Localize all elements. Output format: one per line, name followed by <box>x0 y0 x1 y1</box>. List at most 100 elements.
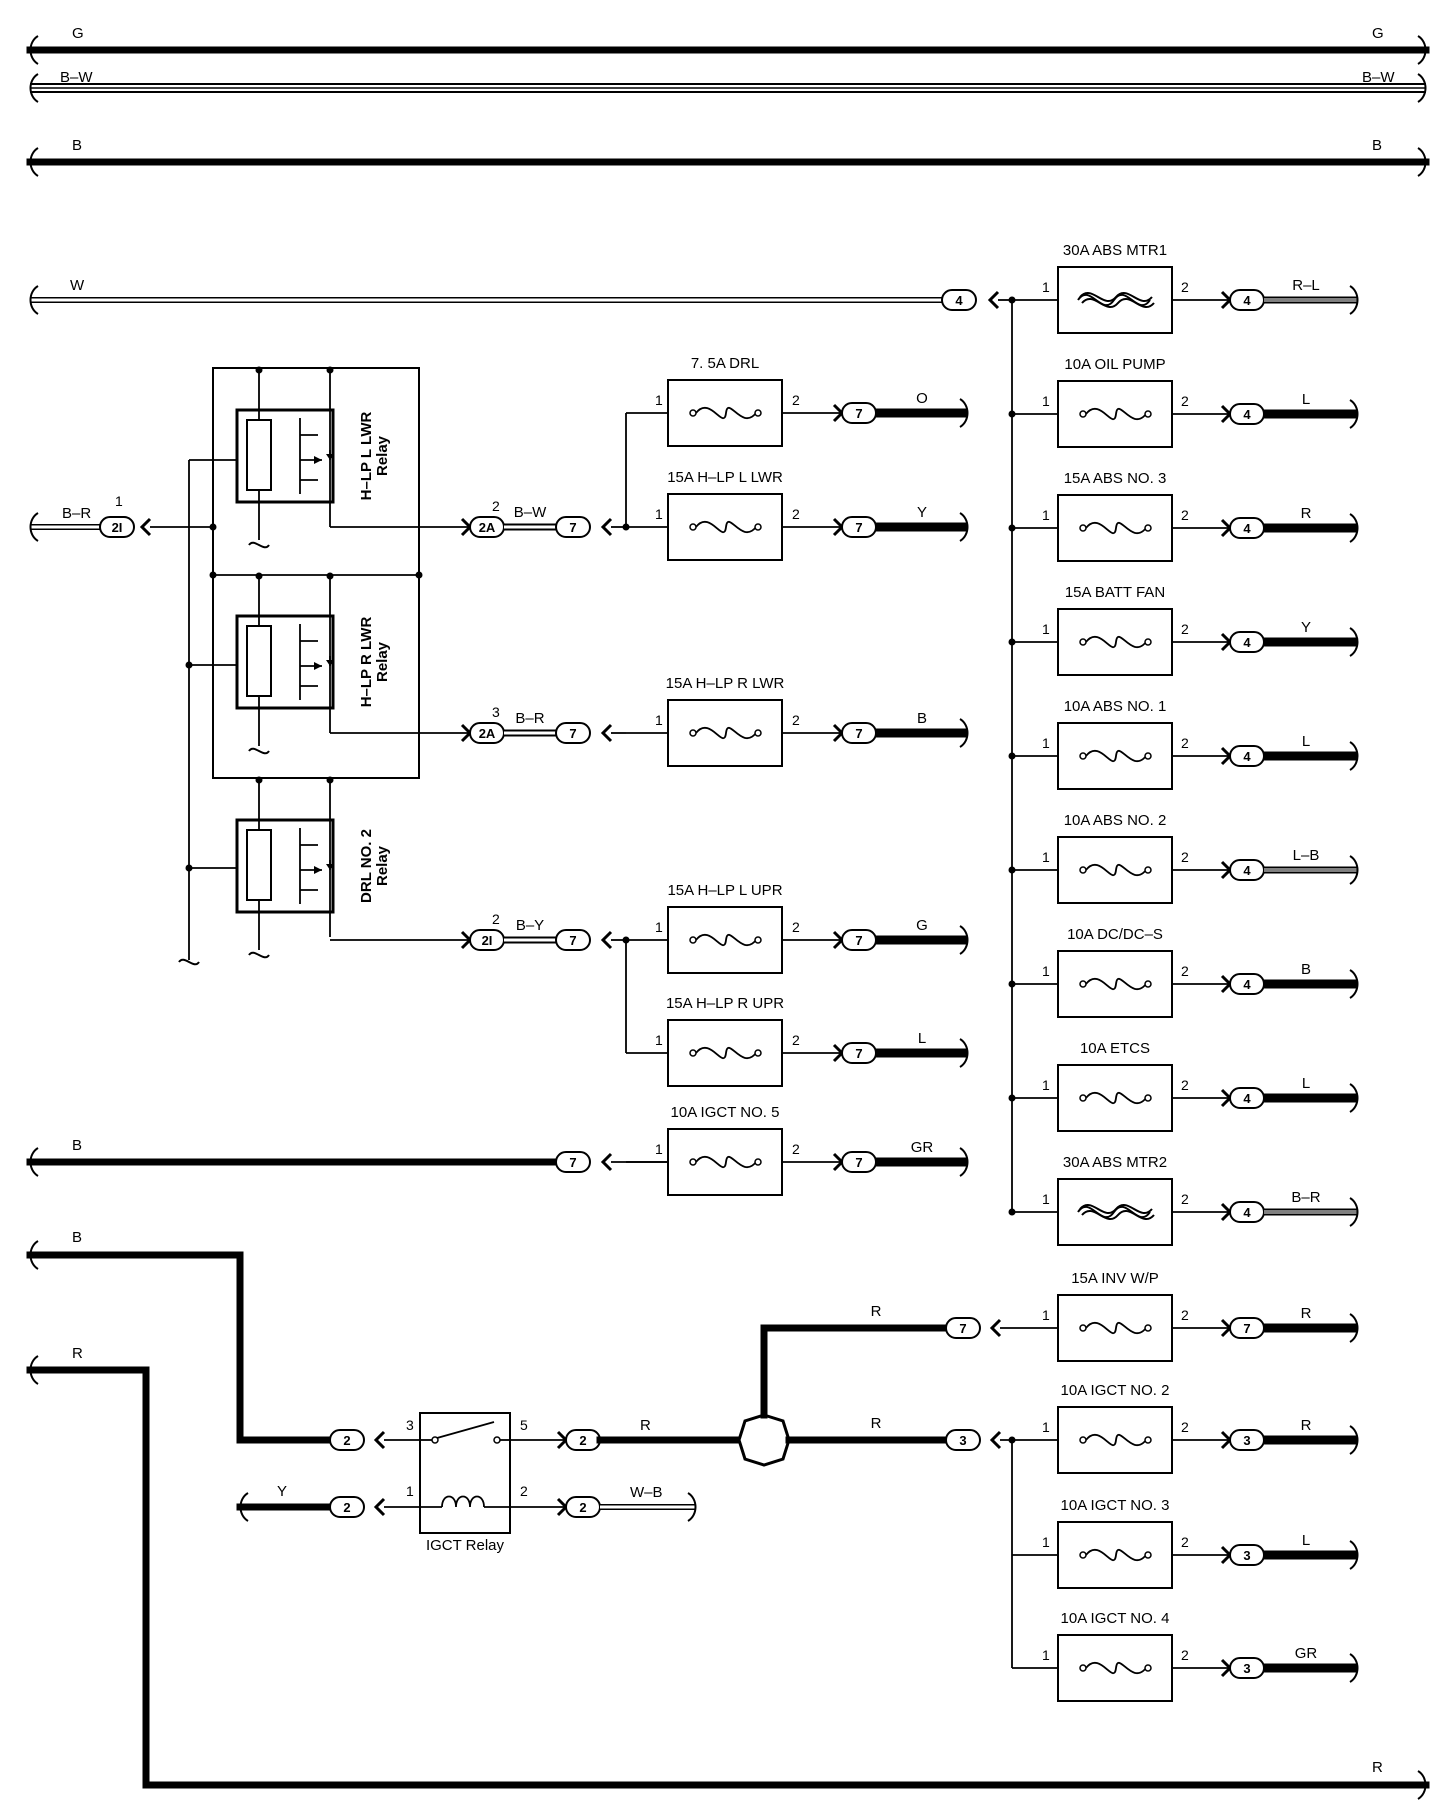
right-fuse-1-pin-out: 2 <box>1181 279 1189 295</box>
right-fuse-3-pin-in: 1 <box>1042 507 1050 523</box>
right-fuse-1-pin-in: 1 <box>1042 279 1050 295</box>
right-fuse-5-name: 10A ABS NO. 1 <box>1064 698 1167 715</box>
middle-fuse-2-wire: Y <box>917 504 927 521</box>
right-fuse-7-wire: B <box>1301 961 1311 978</box>
right-fuse-8-connector-label: 4 <box>1243 1091 1251 1106</box>
bottom-fuse-1-in-connector-label: 7 <box>959 1321 966 1336</box>
right-fuse-1-wire: R–L <box>1292 277 1320 294</box>
right-fuse-4-pin-in: 1 <box>1042 621 1050 637</box>
middle-fuse-4-pin-out: 2 <box>792 919 800 935</box>
igct-pin2: 2 <box>520 1483 528 1499</box>
middle-fuse-4-wire: G <box>916 917 928 934</box>
middle-fuse-3-wire: B <box>917 710 927 727</box>
right-fuse-6-connector-label: 4 <box>1243 863 1251 878</box>
right-fuse-3-connector-label: 4 <box>1243 521 1251 536</box>
igct-relay-box <box>419 1412 511 1534</box>
relay-output-3-connector2 <box>555 929 591 951</box>
bottom-fuse-3-connector-label: 3 <box>1243 1548 1250 1563</box>
bottom-fuse-3-name: 10A IGCT NO. 3 <box>1061 1497 1170 1514</box>
bottom-fuse-4-pin-in: 1 <box>1042 1647 1050 1663</box>
igct-pin3: 3 <box>406 1417 414 1433</box>
relay-output-1-pin: 2 <box>492 498 500 514</box>
relay-input-connector <box>99 516 135 538</box>
relay-output-3-connector-label: 2I <box>482 933 493 948</box>
b-feed-label: B <box>72 1137 82 1154</box>
bottom-fuse-4-name: 10A IGCT NO. 4 <box>1061 1610 1170 1627</box>
right-fuse-5-wire: L <box>1302 733 1310 750</box>
relay-3-sub: Relay <box>374 845 391 886</box>
bottom-fuse-1-pin-out: 2 <box>1181 1307 1189 1323</box>
relay-output-3-pin: 2 <box>492 911 500 927</box>
right-fuse-9-pin-in: 1 <box>1042 1191 1050 1207</box>
igct-in-connector <box>329 1429 365 1451</box>
bus-bw: B–W B–W <box>29 69 1427 103</box>
right-fuse-6-pin-out: 2 <box>1181 849 1189 865</box>
relay-output-3-connector2-label: 7 <box>569 933 576 948</box>
middle-fuse-3-pin-in: 1 <box>655 712 663 728</box>
relay-output-2-pin: 3 <box>492 704 500 720</box>
bottom-fuse-2-pin-in: 1 <box>1042 1419 1050 1435</box>
relay-output-2-wire: B–R <box>515 710 544 727</box>
bus-b-label-left: B <box>72 137 82 154</box>
right-fuse-9-wire: B–R <box>1291 1189 1320 1206</box>
right-fuse-5-connector-label: 4 <box>1243 749 1251 764</box>
bottom-fuse-1-in-wire: R <box>871 1303 882 1320</box>
right-fuse-3-pin-out: 2 <box>1181 507 1189 523</box>
b-feed: B 7 <box>26 1137 668 1177</box>
right-fuse-6-pin-in: 1 <box>1042 849 1050 865</box>
middle-fuse-4-connector-label: 7 <box>855 933 862 948</box>
igct-out-connector-label: 2 <box>579 1433 586 1448</box>
relay-output-1-connector-label: 2A <box>479 520 496 535</box>
middle-fuse-5-pin-out: 2 <box>792 1032 800 1048</box>
bottom-fuse-1-name: 15A INV W/P <box>1071 1270 1159 1287</box>
middle-fuse-6-pin-in: 1 <box>655 1141 663 1157</box>
middle-fuse-3-name: 15A H–LP R LWR <box>666 675 785 692</box>
bottom-fuse-4-pin-out: 2 <box>1181 1647 1189 1663</box>
b-feed-connector <box>555 1151 591 1173</box>
bottom-fuse-4-wire: GR <box>1295 1645 1318 1662</box>
right-fuse-4-name: 15A BATT FAN <box>1065 584 1165 601</box>
bottom-fuse-3-wire: L <box>1302 1532 1310 1549</box>
right-fuse-2-name: 10A OIL PUMP <box>1064 356 1165 373</box>
middle-fuse-4-pin-in: 1 <box>655 919 663 935</box>
middle-fuse-2-pin-out: 2 <box>792 506 800 522</box>
bus-g: G G <box>26 25 1430 65</box>
bottom-fuse-2-connector-label: 3 <box>1243 1433 1250 1448</box>
w-feed-label: W <box>70 277 85 294</box>
right-fuse-9-name: 30A ABS MTR2 <box>1063 1154 1167 1171</box>
right-fuse-5-pin-out: 2 <box>1181 735 1189 751</box>
middle-fuse-5-pin-in: 1 <box>655 1032 663 1048</box>
bottom-r-label: R <box>1372 1759 1383 1776</box>
bottom-fuse-2-name: 10A IGCT NO. 2 <box>1061 1382 1170 1399</box>
right-fuse-8-wire: L <box>1302 1075 1310 1092</box>
relay-output-2-connector2 <box>555 722 591 744</box>
b-feed-connector-label: 7 <box>569 1155 576 1170</box>
relay-input-pin: 1 <box>115 493 123 509</box>
bus-bw-label-right: B–W <box>1362 69 1395 86</box>
right-fuse-5-pin-in: 1 <box>1042 735 1050 751</box>
relay-output-1-connector2 <box>555 516 591 538</box>
relay-output-2-connector2-label: 7 <box>569 726 576 741</box>
w-feed-connector-label: 4 <box>955 293 963 308</box>
igct-y-connector-label: 2 <box>343 1500 350 1515</box>
middle-fuse-1-name: 7. 5A DRL <box>691 355 759 372</box>
relay-2-label: H–LP R LWR <box>358 617 375 708</box>
bottom-fuse-1-pin-in: 1 <box>1042 1307 1050 1323</box>
bottom-fuse-1-wire: R <box>1301 1305 1312 1322</box>
igct-y-connector <box>329 1496 365 1518</box>
igct-y-wire-label: Y <box>277 1483 287 1500</box>
bus-g-label-left: G <box>72 25 84 42</box>
relay-input-wire-label: B–R <box>62 505 91 522</box>
